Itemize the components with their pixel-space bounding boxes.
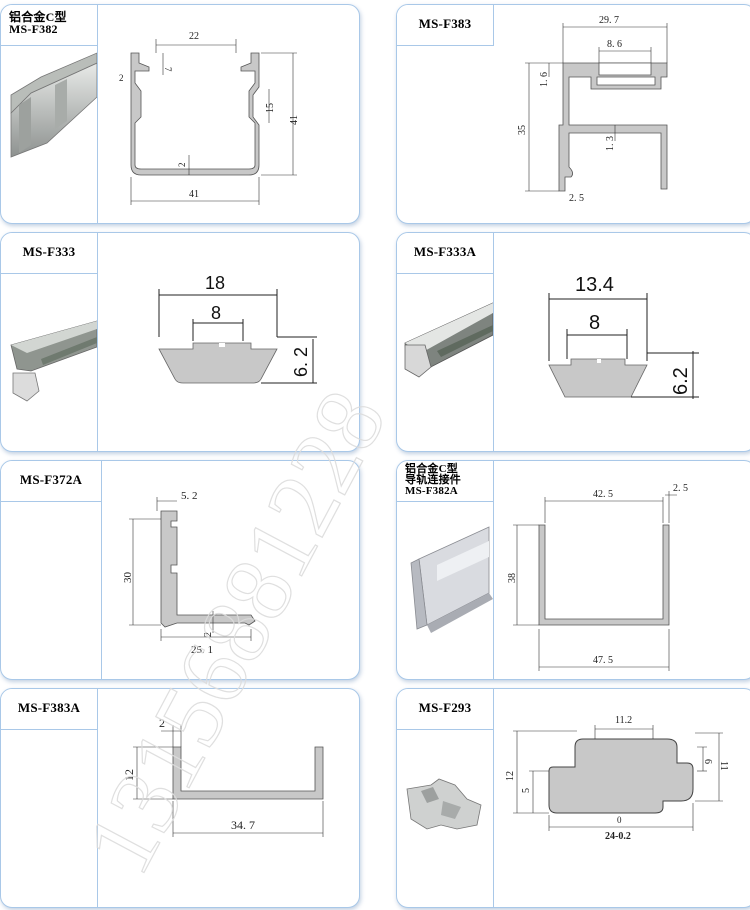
product-photo [397,273,494,451]
photo-empty [1,501,102,679]
product-model: MS-F333 [22,244,76,259]
dim-width: 13.4 [575,274,614,296]
product-card-ms-f382a: 铝合金C型 导轨连接件 MS-F382A 42. 5 2. 5 38 47. 5 [396,460,750,680]
product-card-ms-f293: MS-F293 11.2 12 5 6 11 0 24-0.2 [396,688,750,908]
model-label-box: MS-F333 [1,233,98,274]
dim-inner-width: 42. 5 [593,489,613,500]
dim-foot: 2. 5 [569,193,584,204]
product-card-ms-f383a: MS-F383A 2 12 34. 7 [0,688,360,908]
product-card-ms-f333: MS-F333 18 8 6. 2 [0,232,360,452]
model-label-box: MS-F293 [397,689,494,730]
dim-right-inner: 6 [702,759,713,764]
model-label-box: MS-F383 [397,5,494,46]
dim-width: 47. 5 [593,655,613,666]
model-label-box: MS-F372A [1,461,102,502]
dim-width: 24-0.2 [605,831,631,842]
dim-top-gap: 22 [189,31,199,42]
profile-drawing: 18 8 6. 2 [101,233,359,451]
dim-base: 25. 1 [191,644,213,656]
product-name-cn: 铝合金C型 [405,463,458,475]
model-label-box: MS-F333A [397,233,494,274]
dim-height: 35 [517,125,528,135]
product-photo [397,729,494,907]
product-name-cn: 铝合金C型 [9,10,67,24]
model-label-box: 铝合金C型 MS-F382 [1,5,98,46]
dim-height: 30 [122,572,134,584]
product-model: MS-F333A [413,244,477,259]
dim-web: 1. 3 [605,136,616,151]
product-card-ms-f382: 铝合金C型 MS-F382 [0,4,360,224]
product-photo [1,45,98,223]
dim-slot: 8. 6 [607,39,622,50]
product-photo [397,501,494,679]
product-model: MS-F382 [9,22,58,36]
profile-drawing: 22 7 2 15 41 2 41 [101,5,359,223]
profile-drawing: 42. 5 2. 5 38 47. 5 [497,461,750,679]
dim-width: 34. 7 [231,818,255,832]
dim-lip-depth: 7 [163,67,173,72]
product-photo [1,273,98,451]
dim-slot: 8 [589,312,600,334]
profile-drawing: 5. 2 30 2 25. 1 [105,461,359,679]
dim-slot: 8 [211,303,221,323]
dim-wall: 2. 5 [673,483,688,494]
profile-drawing: 29. 7 8. 6 1. 6 35 1. 3 2. 5 [507,5,750,223]
product-model: MS-F372A [19,472,83,487]
product-card-ms-f383: MS-F383 29. 7 8. 6 1. 6 35 1. 3 2. 5 [396,4,750,224]
dim-slot: 15 [265,103,276,113]
dim-width: 18 [205,273,225,293]
dim-wall: 2 [119,73,124,83]
product-model: MS-F383A [17,700,81,715]
dim-height: 6.2 [670,367,692,395]
dim-lip: 1. 6 [539,72,550,87]
product-card-ms-f372a: MS-F372A 5. 2 30 2 25. 1 [0,460,360,680]
dim-bottom-wall: 2 [177,163,187,168]
dim-inner-left: 5 [521,788,532,793]
dim-height: 38 [507,573,518,583]
model-label-box: 铝合金C型 导轨连接件 MS-F382A [397,461,494,502]
dim-zero: 0 [617,815,622,825]
photo-empty [1,729,98,907]
dim-top: 11.2 [615,715,632,726]
dim-right-height: 11 [718,761,729,771]
dim-height: 12 [122,769,136,781]
profile-drawing: 2 12 34. 7 [101,689,359,907]
dim-height: 41 [289,115,300,125]
dim-top-width: 29. 7 [599,15,619,26]
profile-drawing: 13.4 8 6.2 [497,233,750,451]
dim-left-height: 12 [505,771,516,781]
profile-drawing: 11.2 12 5 6 11 0 24-0.2 [497,689,750,907]
product-name-cn-2: 导轨连接件 [405,474,461,486]
model-label-box: MS-F383A [1,689,98,730]
dim-wall: 2 [203,632,214,637]
dim-height: 6. 2 [291,347,311,377]
dim-wall: 2 [159,716,165,730]
product-model: MS-F382A [405,485,458,497]
product-card-ms-f333a: MS-F333A 13.4 8 6.2 [396,232,750,452]
product-model: MS-F293 [418,700,472,715]
dim-width: 41 [189,189,199,200]
dim-lip: 5. 2 [181,490,198,502]
product-model: MS-F383 [418,16,472,31]
